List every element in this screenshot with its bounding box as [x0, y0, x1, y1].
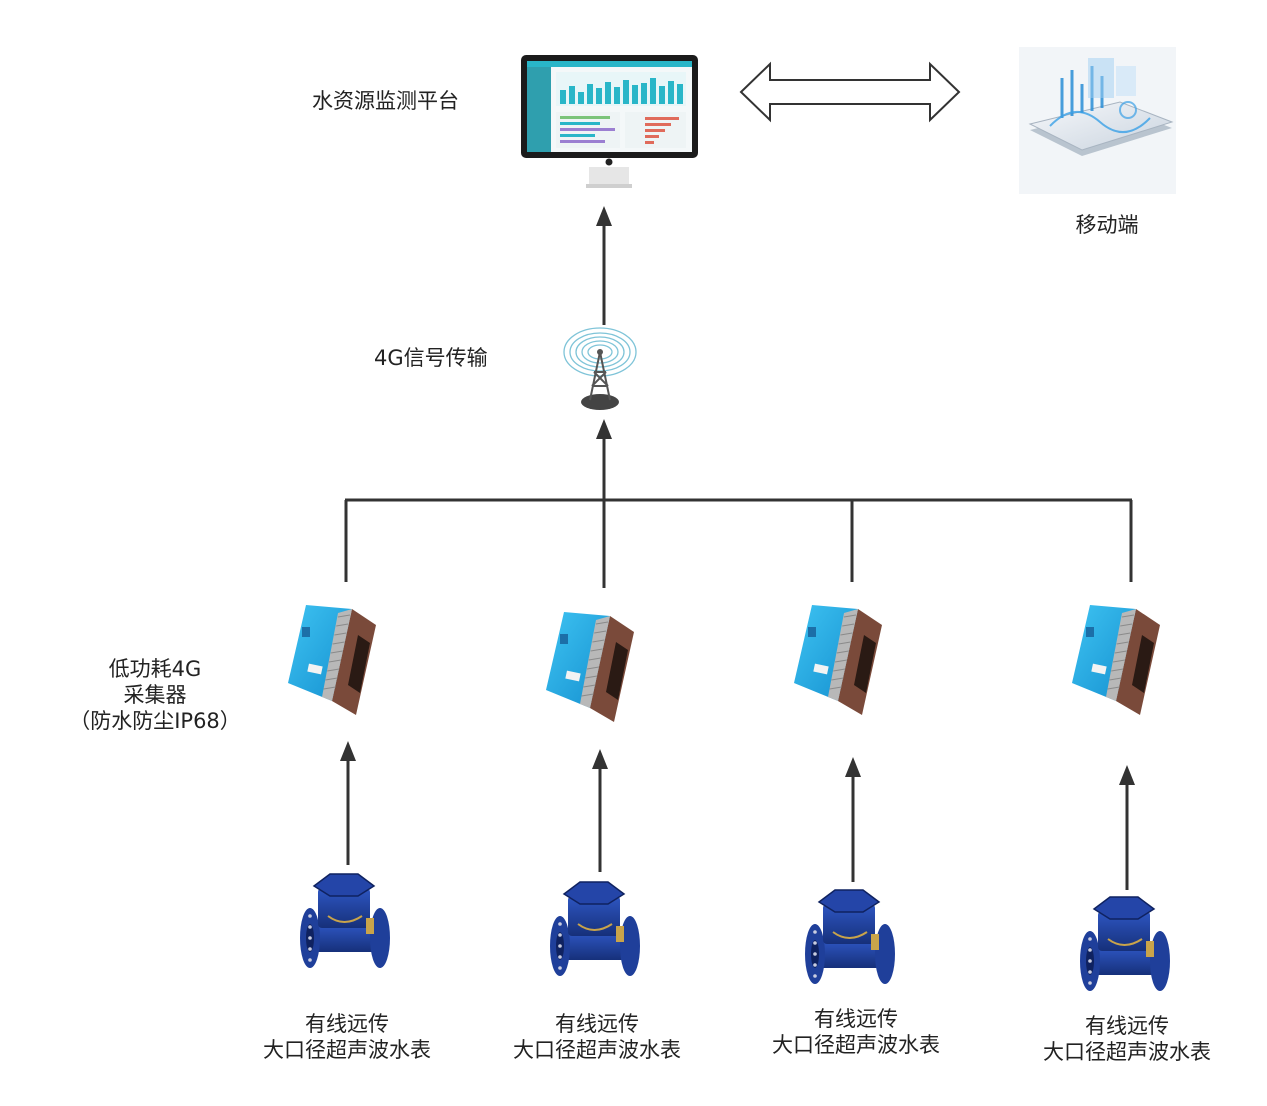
water-meter-icon	[805, 889, 895, 984]
collector-label: 低功耗4G 采集器 （防水防尘IP68）	[69, 656, 241, 734]
signal-tower-icon	[563, 327, 637, 410]
collector-device-icon	[546, 612, 634, 722]
meter-label-line1: 有线远传	[555, 1012, 639, 1036]
collector-label-line1: 低功耗4G	[108, 657, 202, 681]
collector-device-icon	[794, 605, 882, 715]
tablet-icon	[1019, 47, 1176, 194]
transmission-label: 4G信号传输	[374, 346, 488, 370]
arrow-up-icon	[596, 206, 612, 226]
meter-label-line2: 大口径超声波水表	[513, 1038, 681, 1062]
monitor-icon	[521, 55, 698, 188]
water-meter-icon	[300, 873, 390, 968]
arrow-up-icon	[592, 749, 608, 769]
collector-device-icon	[1072, 605, 1160, 715]
collector-label-line2: 采集器	[123, 683, 187, 707]
water-meter-icon	[550, 881, 640, 976]
meter-label-line1: 有线远传	[814, 1007, 898, 1031]
meter-label-3: 有线远传 大口径超声波水表	[772, 1006, 940, 1058]
meter-label-4: 有线远传 大口径超声波水表	[1043, 1013, 1211, 1065]
meter-label-line2: 大口径超声波水表	[263, 1038, 431, 1062]
water-meter-icon	[1080, 896, 1170, 991]
arrow-up-icon	[845, 757, 861, 777]
meter-label-line2: 大口径超声波水表	[1043, 1040, 1211, 1064]
collector-device-icon	[288, 605, 376, 715]
meter-label-1: 有线远传 大口径超声波水表	[263, 1011, 431, 1063]
arrow-up-icon	[1119, 765, 1135, 785]
mobile-label: 移动端	[1075, 213, 1139, 237]
meter-arrows	[340, 741, 1135, 890]
collector-label-line3: （防水防尘IP68）	[69, 709, 241, 733]
platform-label: 水资源监测平台	[312, 89, 459, 113]
meter-label-line1: 有线远传	[305, 1012, 389, 1036]
double-arrow-icon	[739, 61, 961, 123]
meter-label-2: 有线远传 大口径超声波水表	[513, 1011, 681, 1063]
meter-label-line1: 有线远传	[1085, 1014, 1169, 1038]
arrow-up-icon	[596, 419, 612, 439]
collector-bus-lines	[344, 498, 1133, 588]
meter-label-line2: 大口径超声波水表	[772, 1033, 940, 1057]
arrow-up-icon	[340, 741, 356, 761]
